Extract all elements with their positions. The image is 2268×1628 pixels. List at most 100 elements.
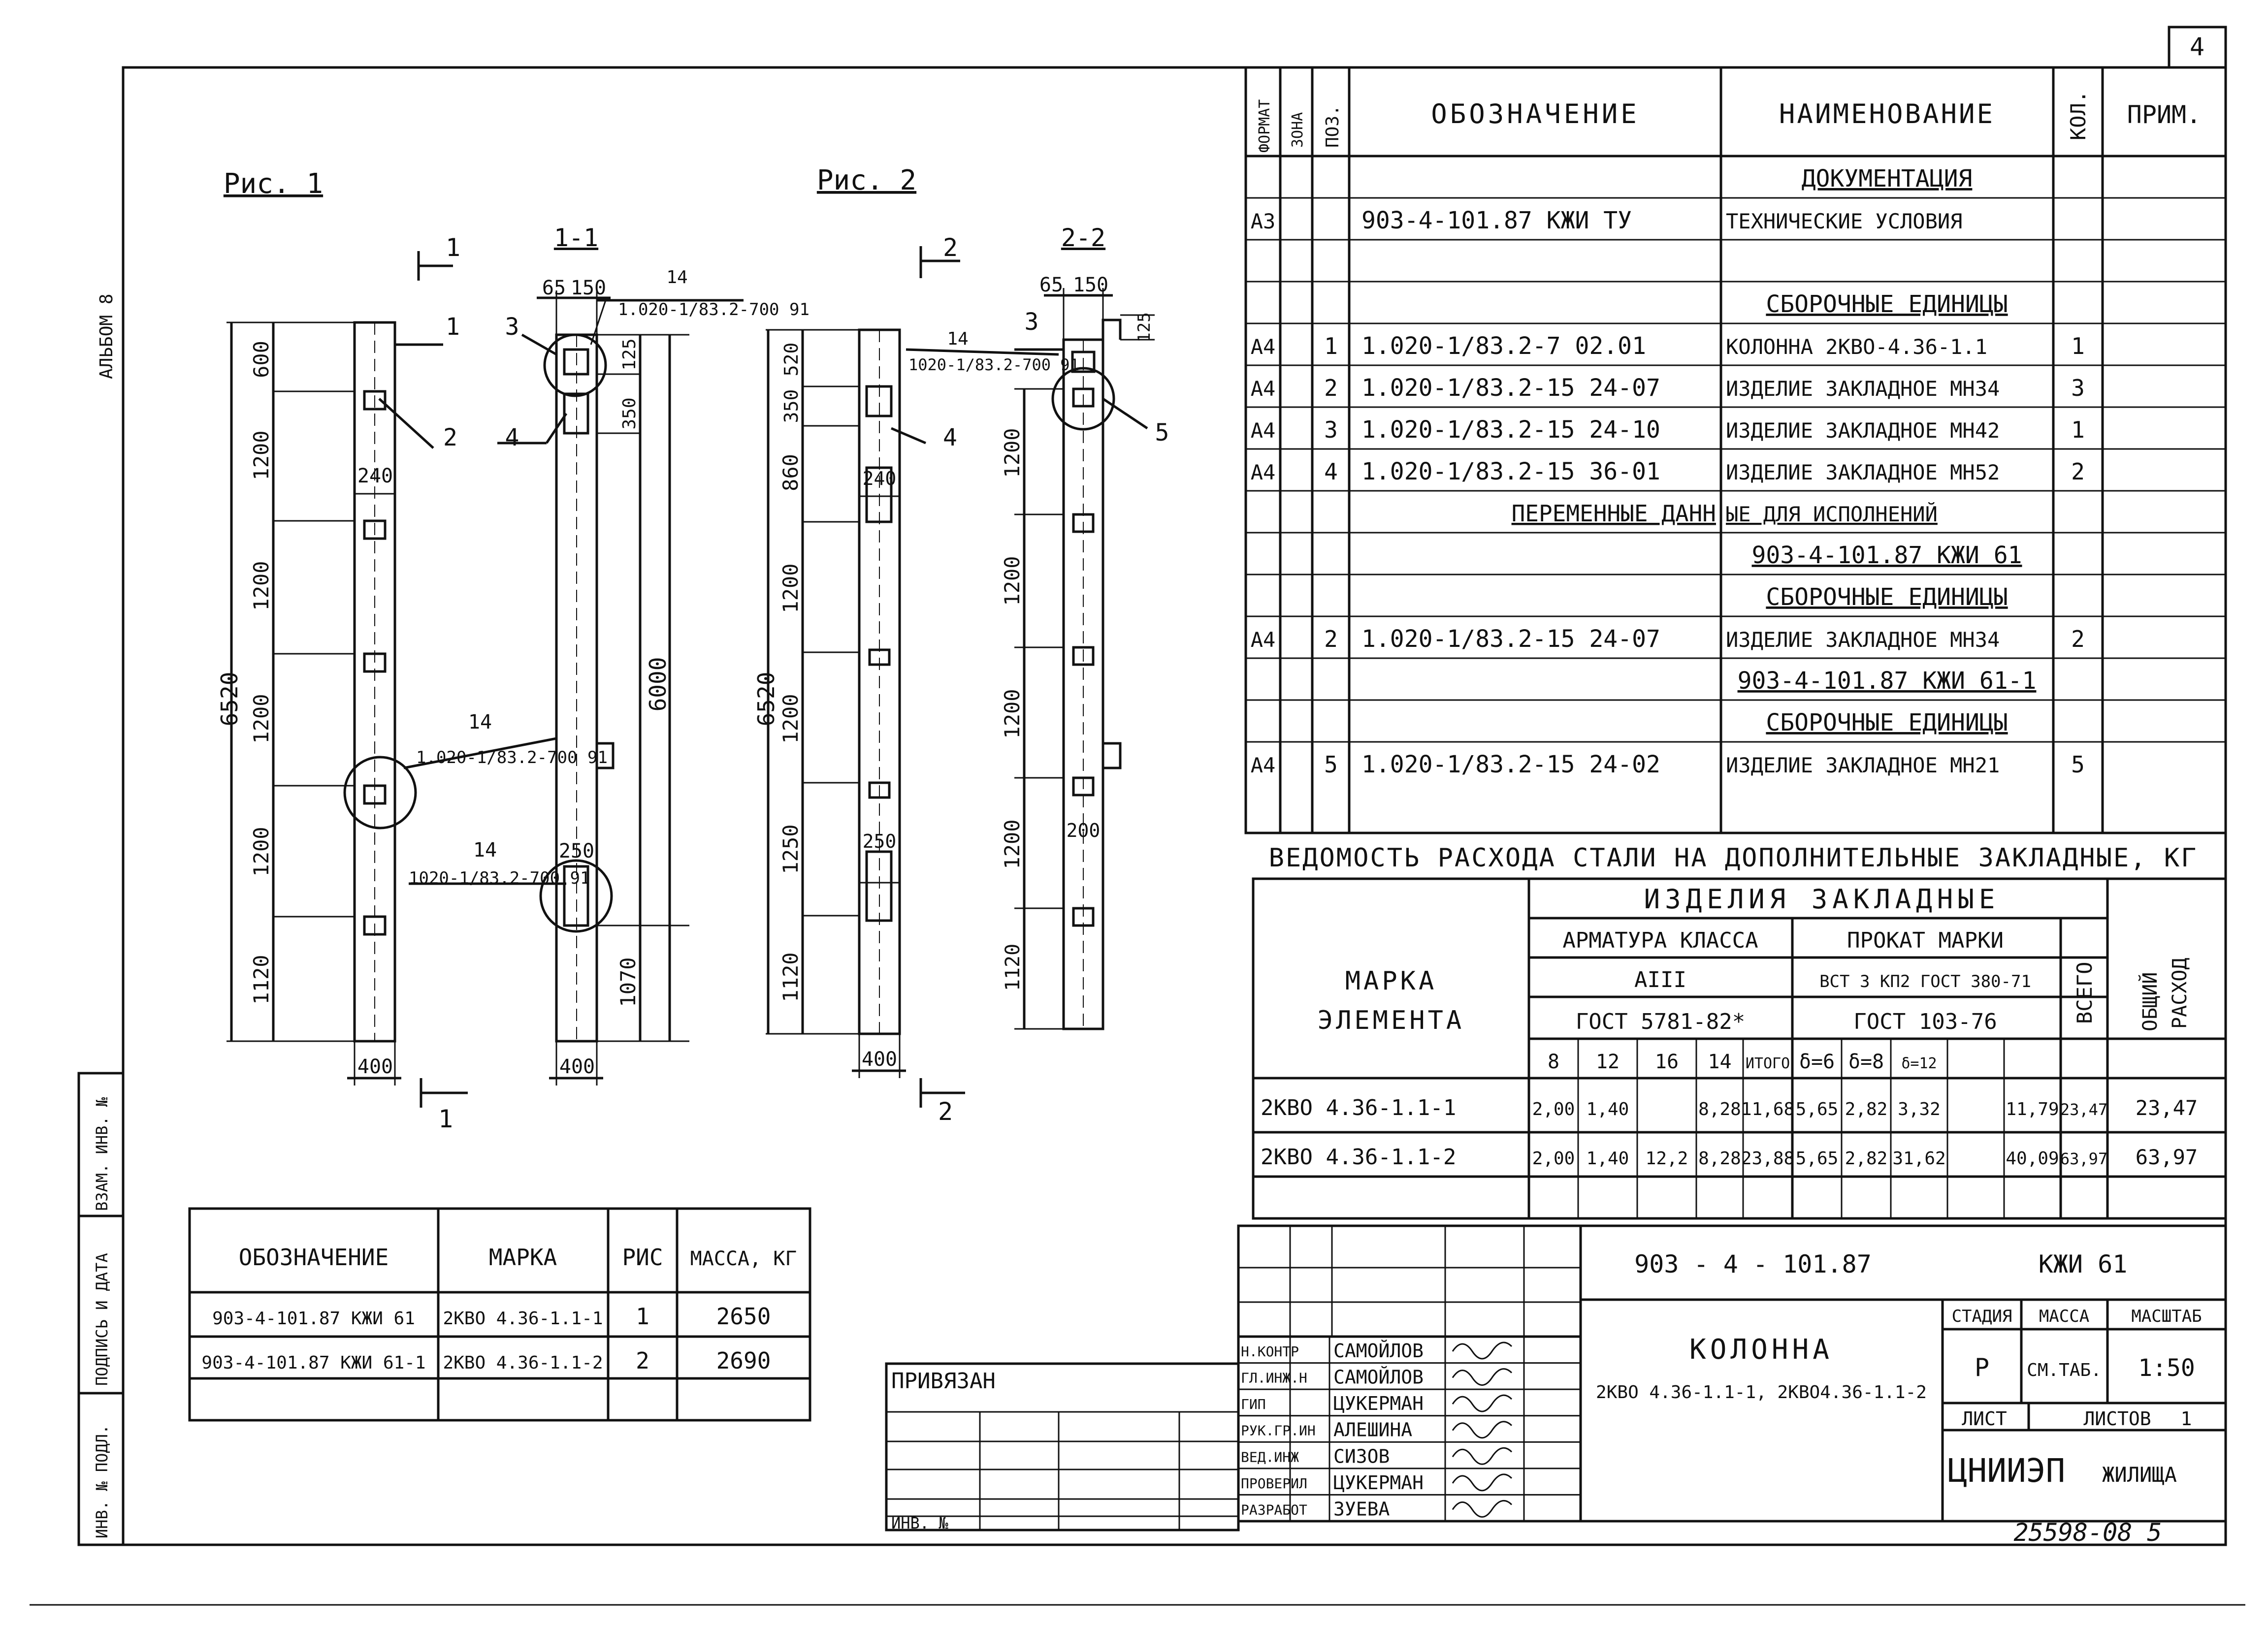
spec-row-name: СБОРОЧНЫЕ ЕДИНИЦЫ [1766, 709, 2008, 736]
binding-label: ПРИВЯЗАН [891, 1369, 996, 1394]
steel-col-element-2: ЭЛЕМЕНТА [1318, 1006, 1464, 1035]
fig1-dim-1070: 1070 [616, 957, 640, 1007]
steel-rebar-grade: АIII [1634, 967, 1686, 992]
title-stage-label: СТАДИЯ [1952, 1307, 2012, 1326]
fig2-seg-0: 520 [780, 343, 802, 377]
binding-block: ПРИВЯЗАН ИНВ. № [885, 1362, 1240, 1532]
signature-mark [1452, 1500, 1513, 1518]
fig2-seg-2: 860 [778, 454, 803, 491]
spec-row-code: 1.020-1/83.2-15 24-07 [1361, 374, 1660, 402]
spec-header-qty: КОЛ. [2066, 91, 2090, 140]
spec-row-qty: 1 [2071, 333, 2085, 359]
figure-2: Рис. 2 2 2 [753, 164, 1169, 1126]
spec-row-code: 1.020-1/83.2-7 02.01 [1361, 332, 1646, 360]
signer-name: ЦУКЕРМАН [1333, 1393, 1424, 1414]
spec-row-code: ПЕРЕМЕННЫЕ ДАНН [1512, 500, 1716, 527]
spec-row-code: 1.020-1/83.2-15 24-10 [1361, 416, 1660, 444]
fig1-callout-2: 2 [443, 424, 457, 451]
title-stage: Р [1975, 1353, 1989, 1382]
steel-row-cell: 2,00 [1532, 1099, 1575, 1119]
fig2-dim-150: 150 [1073, 274, 1108, 296]
fig2-dim-125: 125 [1134, 312, 1154, 342]
spec-row-name: ИЗДЕЛИЕ ЗАКЛАДНОЕ МН52 [1726, 460, 2000, 484]
signature-mark [1452, 1473, 1513, 1492]
spec-header-zone: ЗОНА [1289, 112, 1306, 148]
spec-row-qty: 3 [2071, 375, 2085, 401]
spec-row-qty: 5 [2071, 751, 2085, 778]
signer-name: АЛЕШИНА [1333, 1419, 1412, 1441]
spec-row-pos: 5 [1324, 751, 1338, 778]
steel-row-overall: 63,97 [2136, 1145, 2198, 1169]
steel-row-total: 23,47 [2060, 1100, 2107, 1119]
fig1-section-width: 400 [559, 1055, 595, 1078]
signature-mark [1452, 1368, 1513, 1386]
steel-sub-header: δ=6 [1799, 1051, 1835, 1073]
steel-col-element-1: МАРКА [1345, 966, 1437, 996]
spec-row-name: 903-4-101.87 КЖИ 61-1 [1738, 667, 2037, 695]
steel-row-cell: 1,40 [1587, 1099, 1629, 1119]
fig1-width-mid: 240 [357, 465, 393, 487]
fig1-width-bottom: 400 [357, 1055, 393, 1078]
fig2-section-mark-top: 2 [943, 233, 958, 262]
fig2-seg-1: 350 [780, 389, 802, 423]
steel-rebar-class: АРМАТУРА КЛАССА [1562, 928, 1758, 953]
steel-row-cell: 1,40 [1587, 1149, 1629, 1169]
fig1-section-ref-code: 1.020-1/83.2-700 91 [618, 300, 810, 319]
spec-row-name: ТЕХНИЧЕСКИЕ УСЛОВИЯ [1726, 209, 1962, 233]
spec-row-name: ИЗДЕЛИЕ ЗАКЛАДНОЕ МН42 [1726, 418, 2000, 443]
fig2-seg-6: 1120 [778, 952, 803, 1002]
spec-row-qty: 2 [2071, 458, 2085, 485]
mark-table-header: МАРКА [489, 1244, 557, 1271]
steel-row-mark: 2КВО 4.36-1.1-1 [1261, 1095, 1456, 1120]
spec-row-qty: 1 [2071, 416, 2085, 443]
fig1-dim-65: 65 [542, 277, 566, 299]
mark-table-header: МАССА, КГ [690, 1247, 797, 1270]
spec-row-name: ДОКУМЕНТАЦИЯ [1802, 165, 1973, 192]
fig2-sec-seg-0: 1200 [1000, 428, 1024, 478]
spec-row-name: ИЗДЕЛИЕ ЗАКЛАДНОЕ МН34 [1726, 377, 2000, 401]
stamp-inv-replace: ВЗАМ. ИНВ. № [93, 1097, 111, 1211]
signer-role: ПРОВЕРИЛ [1241, 1475, 1307, 1492]
fig1-dim-350: 350 [619, 397, 640, 429]
signature-mark [1452, 1341, 1513, 1360]
steel-overall-1: ОБЩИЙ [2138, 972, 2162, 1031]
spec-row-code: 1.020-1/83.2-15 36-01 [1361, 458, 1660, 485]
mark-table-cell: 2690 [716, 1347, 771, 1374]
fig2-dim-200: 200 [1067, 820, 1101, 841]
fig1-ref-num-low: 14 [473, 839, 497, 862]
fig1-seg-4: 1200 [249, 827, 273, 876]
title-item: КОЛОННА [1689, 1334, 1833, 1366]
figure-1: Рис. 1 1 1 [216, 168, 810, 1133]
spec-row-format: А4 [1251, 460, 1276, 484]
mark-table-cell: 2 [636, 1347, 649, 1374]
title-sheets-total: 1 [2181, 1408, 2192, 1430]
signer-name: САМОЙЛОВ [1333, 1367, 1424, 1388]
fig1-ref-code-low: 1020-1/83.2-700 91 [409, 868, 590, 888]
title-scale: 1:50 [2138, 1354, 2195, 1382]
steel-rolled-steel: ВСТ 3 КП2 ГОСТ 380-71 [1819, 972, 2031, 991]
spec-row-code: 1.020-1/83.2-15 24-02 [1361, 751, 1660, 778]
title-sheet-code: КЖИ 61 [2039, 1250, 2128, 1278]
steel-overall-2: РАСХОД [2169, 958, 2191, 1029]
steel-sub-header: 8 [1548, 1051, 1559, 1073]
fig2-callout-5: 5 [1155, 419, 1169, 447]
fig1-ref-code: 1.020-1/83.2-700 91 [416, 748, 608, 767]
spec-row-pos: 3 [1324, 416, 1338, 443]
fig2-sec-seg-3: 1200 [1000, 819, 1024, 869]
spec-row-pos: 2 [1324, 626, 1338, 652]
signature-mark [1452, 1394, 1513, 1412]
mark-table-cell: 903-4-101.87 КЖИ 61-1 [201, 1353, 425, 1373]
steel-sub-header: δ=12 [1901, 1055, 1937, 1072]
fig2-section-title: 2-2 [1061, 223, 1105, 252]
steel-sub-header: δ=8 [1848, 1051, 1884, 1073]
page-number: 4 [2190, 32, 2204, 61]
signer-name: СИЗОВ [1333, 1445, 1390, 1467]
fig1-dim-6000: 6000 [645, 657, 671, 712]
fig1-section-mark-bottom: 1 [438, 1105, 453, 1133]
fig2-seg-4: 1200 [778, 694, 803, 743]
spec-header-name: НАИМЕНОВАНИЕ [1779, 98, 1995, 129]
spec-row-format: А4 [1251, 335, 1276, 359]
steel-row-cell: 2,82 [1845, 1099, 1888, 1119]
